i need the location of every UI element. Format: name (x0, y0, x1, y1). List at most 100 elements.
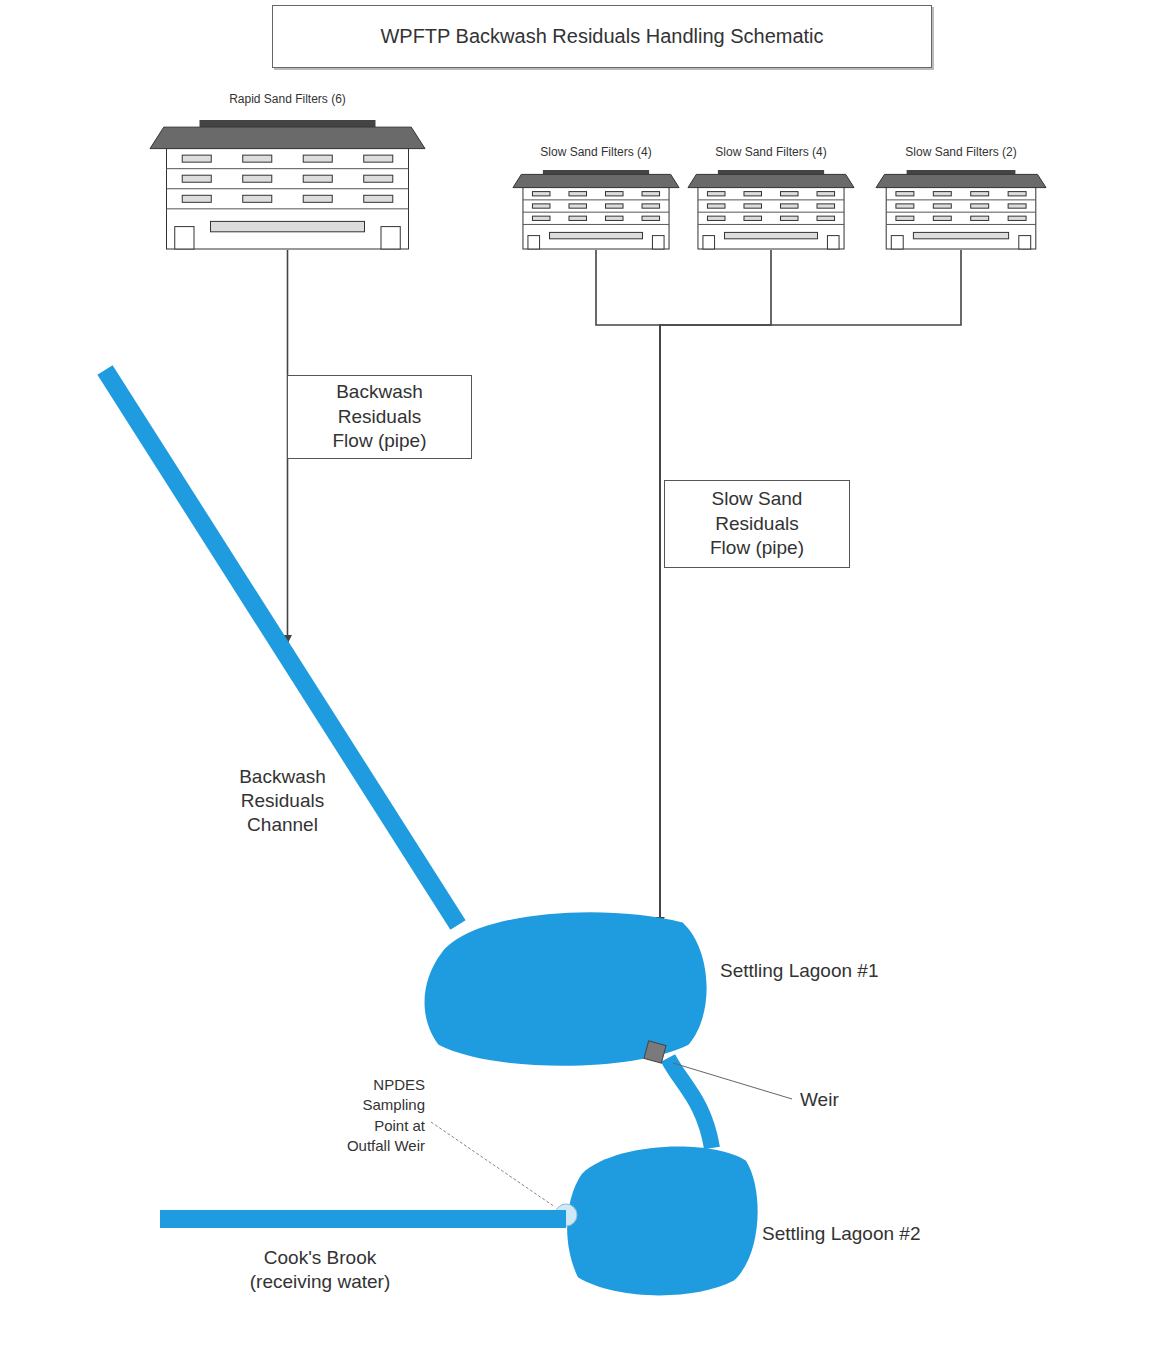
window (780, 204, 798, 208)
window (744, 216, 762, 220)
window (780, 192, 798, 196)
window (605, 204, 623, 208)
door (891, 236, 903, 249)
node-shape (158, 1208, 568, 1232)
roof (876, 174, 1046, 187)
roof-cap (200, 120, 376, 127)
pipe-connector (596, 250, 660, 926)
floor-line (886, 212, 1036, 213)
edge-label: Slow Sand Residuals Flow (pipe) (698, 487, 816, 561)
window (780, 216, 798, 220)
node-label: Slow Sand Filters (2) (876, 145, 1046, 160)
callout-label: Weir (800, 1087, 839, 1113)
door (827, 236, 839, 249)
window (364, 155, 393, 162)
window (744, 192, 762, 196)
lagoon-water (567, 1147, 758, 1296)
window (1008, 216, 1026, 220)
window (817, 204, 835, 208)
window (532, 216, 550, 220)
window (532, 204, 550, 208)
window (182, 195, 211, 202)
window (1008, 192, 1026, 196)
roof (150, 127, 425, 148)
window (896, 192, 914, 196)
window (243, 155, 272, 162)
lagoon-water (425, 912, 707, 1066)
weir-symbol (644, 1041, 666, 1063)
window (364, 175, 393, 182)
floor-line (698, 224, 844, 225)
floor-line (523, 199, 669, 200)
filter-building: Slow Sand Filters (4) (513, 145, 679, 250)
roof-cap (543, 170, 649, 174)
window (817, 216, 835, 220)
window (182, 155, 211, 162)
floor-line (167, 208, 409, 209)
floor-line (523, 224, 669, 225)
door (381, 227, 400, 249)
node-shape (876, 170, 1046, 250)
floor-line (523, 212, 669, 213)
node-label: Settling Lagoon #1 (720, 959, 878, 983)
title-box: WPFTP Backwash Residuals Handling Schema… (272, 5, 932, 68)
window (817, 192, 835, 196)
window (642, 204, 660, 208)
window (971, 204, 989, 208)
roof (513, 174, 679, 187)
window (971, 192, 989, 196)
door (175, 227, 194, 249)
node-label: Rapid Sand Filters (6) (150, 92, 425, 107)
roof (688, 174, 854, 187)
window (364, 195, 393, 202)
brook-band (160, 1210, 566, 1228)
filter-building: Rapid Sand Filters (6) (150, 92, 425, 250)
window (707, 192, 725, 196)
window (303, 175, 332, 182)
window (303, 195, 332, 202)
window (569, 204, 587, 208)
node-label: Backwash Residuals Channel (225, 765, 340, 836)
floor-line (167, 168, 409, 169)
node-shape (688, 170, 854, 250)
door (703, 236, 715, 249)
window (605, 216, 623, 220)
building-body (523, 188, 669, 249)
roof-cap (907, 170, 1016, 174)
node-shape (562, 1138, 762, 1300)
window (971, 216, 989, 220)
building-body (167, 149, 409, 249)
sampling-leader-line (431, 1122, 555, 1207)
node-label: Cook's Brook (receiving water) (220, 1246, 420, 1294)
pipe-connector (660, 250, 961, 926)
window (933, 204, 951, 208)
node-label: Slow Sand Filters (4) (513, 145, 679, 160)
sign-bar (725, 232, 818, 238)
window (896, 204, 914, 208)
window (896, 216, 914, 220)
window (744, 204, 762, 208)
node-shape (513, 170, 679, 250)
edge-label: Backwash Residuals Flow (pipe) (321, 380, 439, 454)
node-label: Slow Sand Filters (4) (688, 145, 854, 160)
weir-leader-line (673, 1063, 792, 1099)
floor-line (886, 224, 1036, 225)
settling-lagoon: Settling Lagoon #2 (562, 1138, 762, 1300)
lagoon-connector-channel (668, 1058, 712, 1148)
door (1019, 236, 1031, 249)
window (933, 216, 951, 220)
filter-building: Slow Sand Filters (2) (876, 145, 1046, 250)
window (243, 175, 272, 182)
window (707, 216, 725, 220)
floor-line (167, 188, 409, 189)
window (1008, 204, 1026, 208)
door (528, 236, 540, 249)
roof-cap (718, 170, 824, 174)
sign-bar (550, 232, 643, 238)
window (182, 175, 211, 182)
callout-label: NPDES Sampling Point at Outfall Weir (330, 1075, 425, 1156)
window (642, 216, 660, 220)
sign-bar (913, 232, 1008, 238)
window (642, 192, 660, 196)
